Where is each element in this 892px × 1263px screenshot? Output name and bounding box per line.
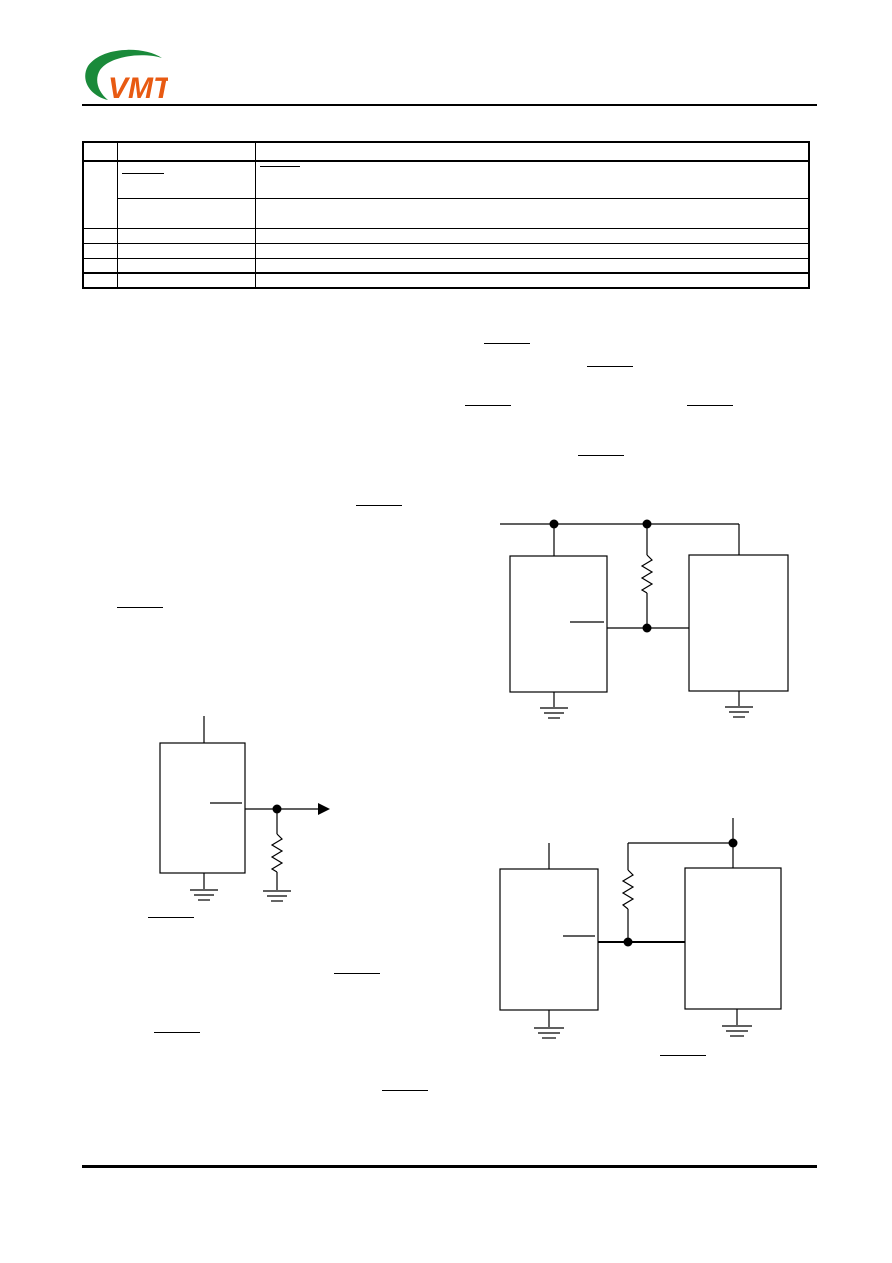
ground-icon bbox=[722, 1025, 752, 1037]
overline-mark bbox=[148, 917, 194, 918]
table-row-divider bbox=[84, 258, 808, 259]
overline-mark bbox=[334, 973, 380, 974]
table-row-divider bbox=[84, 243, 808, 244]
overline-mark bbox=[660, 1055, 706, 1056]
junction-dot bbox=[272, 804, 282, 814]
junction-dot bbox=[623, 937, 633, 947]
resistor-icon bbox=[621, 869, 635, 910]
footer-rule bbox=[82, 1165, 817, 1168]
resistor-icon bbox=[270, 833, 284, 873]
table-col-divider bbox=[117, 143, 118, 287]
overline-mark bbox=[356, 505, 402, 506]
ground-icon bbox=[190, 889, 218, 901]
logo-text: VMT bbox=[108, 72, 168, 102]
spec-table bbox=[82, 141, 810, 289]
table-row-divider bbox=[118, 198, 808, 199]
resistor-icon bbox=[640, 554, 654, 594]
ground-icon bbox=[263, 890, 291, 902]
overline-mark bbox=[687, 405, 733, 406]
ground-icon bbox=[534, 1027, 564, 1039]
overline-mark bbox=[154, 1032, 200, 1033]
ic-box bbox=[684, 867, 782, 1010]
ic-box bbox=[509, 555, 608, 693]
overline-mark bbox=[587, 366, 633, 367]
pull-up-circuit-b bbox=[499, 818, 782, 1039]
overline-mark bbox=[260, 166, 300, 167]
overline-mark bbox=[382, 1090, 428, 1091]
overline-mark bbox=[484, 343, 530, 344]
table-col-divider bbox=[255, 143, 256, 287]
company-logo: VMT bbox=[85, 49, 168, 102]
ic-box bbox=[159, 742, 246, 874]
pull-down-circuit bbox=[159, 716, 318, 902]
header-rule bbox=[82, 104, 817, 106]
junction-dot bbox=[728, 838, 738, 848]
overline-mark bbox=[465, 405, 511, 406]
junction-dot bbox=[642, 519, 652, 529]
overline-mark bbox=[122, 173, 164, 174]
overline-mark bbox=[578, 455, 624, 456]
pull-up-circuit-a bbox=[500, 523, 789, 719]
logo-swoosh bbox=[85, 49, 162, 100]
ground-icon bbox=[540, 707, 568, 719]
ground-icon bbox=[725, 706, 753, 718]
ic-box bbox=[688, 554, 789, 692]
overline-mark bbox=[117, 607, 163, 608]
arrow-icon bbox=[318, 803, 330, 815]
table-row-divider bbox=[84, 228, 808, 229]
ic-box bbox=[499, 868, 599, 1011]
junction-dot bbox=[549, 519, 559, 529]
table-row-divider bbox=[84, 272, 808, 274]
junction-dot bbox=[642, 623, 652, 633]
table-header-divider bbox=[84, 160, 808, 162]
